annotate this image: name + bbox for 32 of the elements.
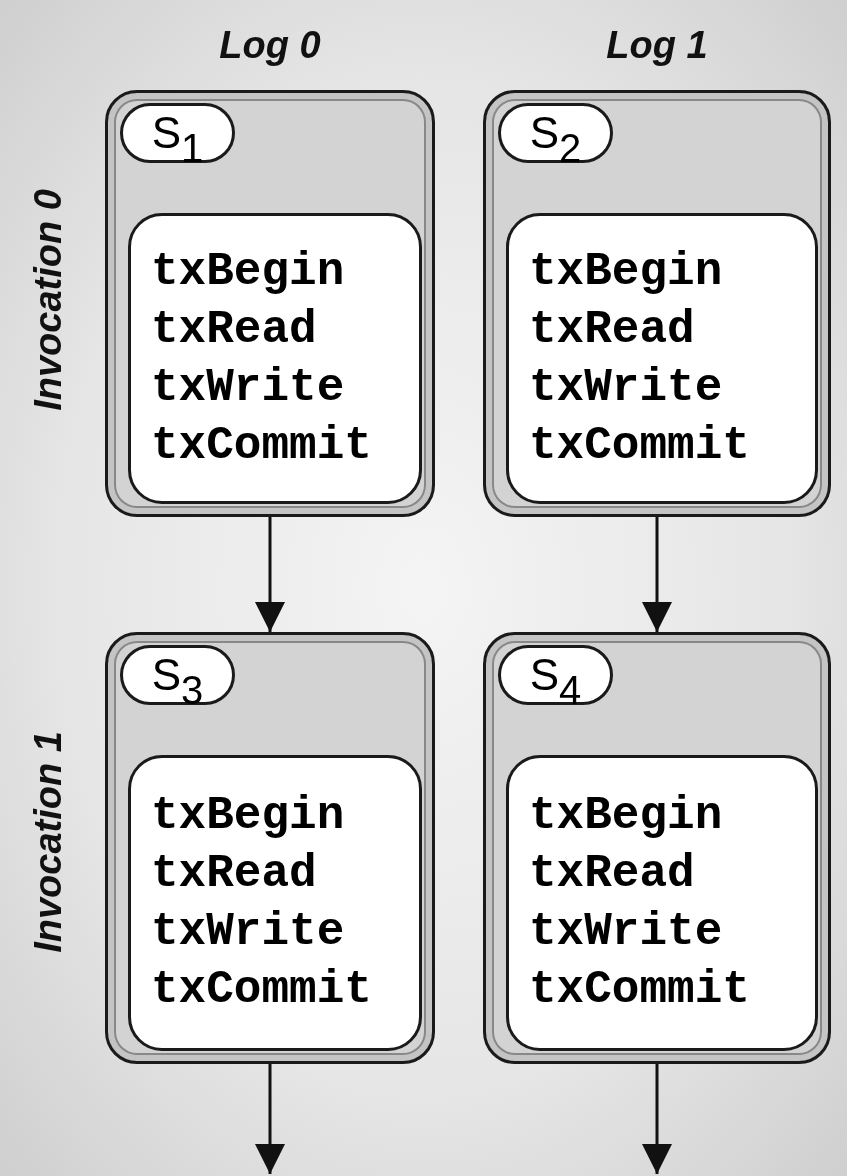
code-box (506, 755, 818, 1051)
code-box (128, 755, 422, 1051)
row-label: Invocation 1 (26, 731, 70, 953)
log-panel (105, 90, 435, 517)
code-line: txBegin (529, 244, 723, 300)
log-panel (483, 632, 831, 1064)
code-line: txCommit (151, 963, 372, 1018)
code-line: txBegin (151, 789, 345, 844)
code-line: txCommit (151, 418, 372, 474)
code-line: txRead (151, 302, 317, 358)
row-label: Invocation 0 (26, 189, 70, 411)
code-line: txWrite (529, 360, 723, 416)
code-box (506, 213, 818, 504)
log-panel (105, 632, 435, 1064)
column-label: Log 0 (219, 23, 321, 67)
code-box (128, 213, 422, 504)
code-line: txRead (151, 847, 317, 902)
code-line: txCommit (529, 418, 750, 474)
code-line: txWrite (151, 905, 345, 960)
code-line: txCommit (529, 963, 750, 1018)
code-line: txRead (529, 847, 695, 902)
arrow (255, 1064, 285, 1174)
code-line: txWrite (529, 905, 723, 960)
arrow (642, 1064, 672, 1174)
code-line: txBegin (151, 244, 345, 300)
arrow (642, 517, 672, 632)
code-line: txBegin (529, 789, 723, 844)
code-line: txRead (529, 302, 695, 358)
log-panel (483, 90, 831, 517)
code-line: txWrite (151, 360, 345, 416)
column-label: Log 1 (606, 23, 708, 67)
arrow (255, 517, 285, 632)
